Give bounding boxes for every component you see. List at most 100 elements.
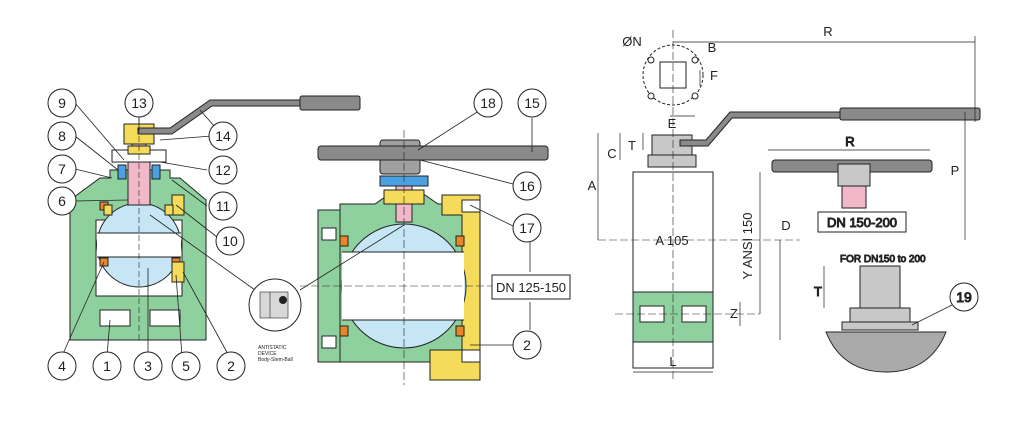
dim-E: E xyxy=(668,116,677,131)
svg-text:1: 1 xyxy=(103,358,111,374)
callout-16: 16 xyxy=(512,171,542,201)
svg-text:11: 11 xyxy=(216,198,231,214)
svg-text:19: 19 xyxy=(956,289,972,305)
flange-bolt-hole xyxy=(321,227,337,241)
svg-text:3: 3 xyxy=(144,358,152,374)
svg-text:10: 10 xyxy=(222,233,238,249)
small-valve-section xyxy=(69,95,361,341)
dim-D: D xyxy=(781,218,790,233)
svg-text:12: 12 xyxy=(215,162,231,178)
svg-text:DEVICE: DEVICE xyxy=(258,351,277,357)
dim-T-top: T xyxy=(628,138,636,153)
callout-14: 14 xyxy=(208,121,238,151)
dim-N: ØN xyxy=(622,34,642,49)
bottom-bolt-hole xyxy=(99,309,131,327)
dim-F: F xyxy=(710,68,718,83)
svg-text:9: 9 xyxy=(58,95,66,111)
callout-3: 3 xyxy=(133,351,163,381)
callout-10: 10 xyxy=(215,226,245,256)
gasket xyxy=(171,261,185,283)
svg-text:2: 2 xyxy=(227,358,235,374)
bottom-bolt-hole xyxy=(149,309,181,327)
svg-text:4: 4 xyxy=(58,358,66,374)
callout-7: 7 xyxy=(47,154,77,184)
stem-nut xyxy=(647,154,697,168)
stem-nut xyxy=(849,307,911,323)
gasket xyxy=(171,194,185,216)
dim-A105: A 105 xyxy=(655,233,688,248)
svg-text:6: 6 xyxy=(58,193,66,209)
svg-text:15: 15 xyxy=(524,95,540,111)
svg-text:5: 5 xyxy=(182,358,190,374)
svg-text:DN 125-150: DN 125-150 xyxy=(496,280,566,295)
callout-6: 6 xyxy=(47,186,77,216)
body-dome xyxy=(825,331,947,373)
svg-text:FOR DN150 to 200: FOR DN150 to 200 xyxy=(840,254,926,265)
svg-text:7: 7 xyxy=(58,161,66,177)
packing xyxy=(117,164,127,180)
view1-leaders xyxy=(61,102,256,357)
operator-head xyxy=(837,163,871,187)
dn-125-150-box: DN 125-150 xyxy=(491,274,571,300)
flange-bolt-hole xyxy=(321,335,337,349)
dimension-lines xyxy=(597,36,976,373)
svg-text:Body-Stem-Ball: Body-Stem-Ball xyxy=(258,357,293,363)
svg-text:14: 14 xyxy=(215,128,231,144)
view2-leaders xyxy=(299,104,533,346)
callout-18: 18 xyxy=(473,88,503,118)
svg-text:18: 18 xyxy=(480,95,496,111)
callout-13: 13 xyxy=(124,88,154,118)
dim-L: L xyxy=(669,354,676,369)
callout-12: 12 xyxy=(208,155,238,185)
seat-ring xyxy=(339,325,349,337)
dn150-200-bottom-detail: FOR DN150 to 200 T 19 xyxy=(814,254,979,373)
dim-B: B xyxy=(708,40,717,55)
antistatic-detail: ANTISTATIC DEVICE Body-Stem-Ball xyxy=(248,278,302,363)
dim-ansi: Y ANSI 150 xyxy=(740,213,755,280)
svg-text:13: 13 xyxy=(131,95,147,111)
stem-square xyxy=(841,185,867,209)
dim-R-top: R xyxy=(823,24,832,39)
callout-1: 1 xyxy=(92,351,122,381)
svg-text:8: 8 xyxy=(58,128,66,144)
body-bolt xyxy=(103,204,113,216)
lever-handle xyxy=(679,111,841,147)
svg-text:DN 150-200: DN 150-200 xyxy=(827,215,897,230)
view1-callouts: 9 8 7 6 13 14 12 11 10 4 1 3 5 2 xyxy=(47,88,246,381)
dim-P: P xyxy=(951,163,960,178)
callout-2b: 2 xyxy=(512,330,542,360)
flange-bolt-hole xyxy=(461,349,481,363)
t-handle xyxy=(317,145,549,161)
packing xyxy=(151,164,161,180)
callout-17: 17 xyxy=(512,213,542,243)
dim-Z: Z xyxy=(730,306,738,321)
lever-grip xyxy=(299,95,361,111)
dn-150-200-box xyxy=(817,211,907,233)
callout-8: 8 xyxy=(47,121,77,151)
svg-text:2: 2 xyxy=(523,337,531,353)
flange-bolt-hole xyxy=(461,199,481,213)
right-flange xyxy=(429,194,481,381)
dim-T-bottom: T xyxy=(814,284,822,299)
lever-grip xyxy=(839,107,981,121)
large-valve-section xyxy=(300,130,549,385)
dim-C: C xyxy=(607,146,616,161)
callout-4: 4 xyxy=(47,351,77,381)
gland xyxy=(841,321,919,331)
callout-19: 19 xyxy=(949,282,979,312)
callout-15: 15 xyxy=(517,88,547,118)
body-bolt xyxy=(164,204,174,216)
view2-callouts: 18 15 16 17 2 DN 125-150 xyxy=(473,88,571,360)
dn150-200-inset: R DN 150-200 xyxy=(768,134,933,233)
callout-9: 9 xyxy=(47,88,77,118)
callout-2: 2 xyxy=(216,351,246,381)
dim-A: A xyxy=(588,178,597,193)
dimension-labels: R ØN B F E C T A A 105 Y ANSI 150 D Z L … xyxy=(588,24,960,369)
stem-square xyxy=(859,265,901,309)
seat-ring xyxy=(455,325,465,337)
svg-text:16: 16 xyxy=(519,178,535,194)
callout-5: 5 xyxy=(171,351,201,381)
callout-11: 11 xyxy=(208,191,238,221)
svg-text:17: 17 xyxy=(519,220,535,236)
